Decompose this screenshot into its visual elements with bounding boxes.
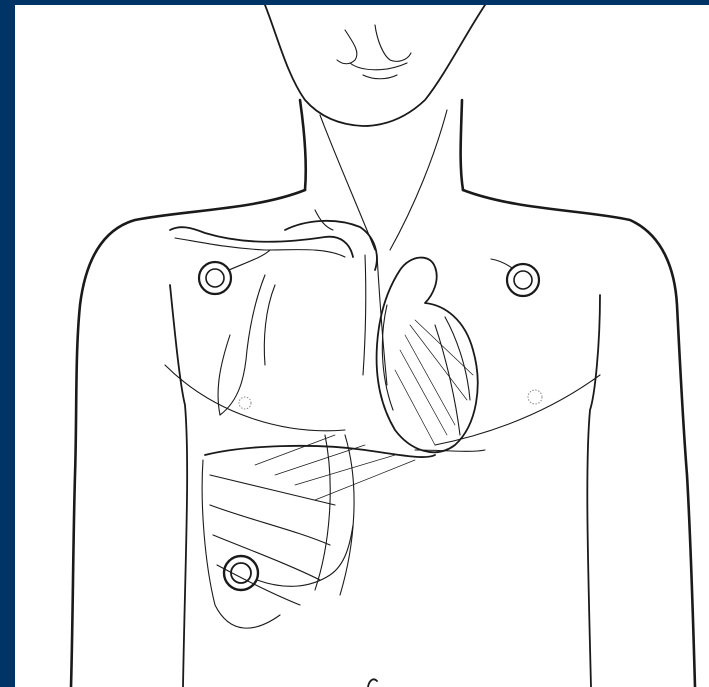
electrode-left-shoulder	[491, 259, 539, 296]
navel-mark	[368, 679, 377, 687]
face-outline	[265, 5, 485, 126]
neck-outline	[300, 100, 463, 250]
torso-anatomy-drawing	[15, 5, 709, 687]
liver-and-ribs	[202, 435, 435, 628]
torso-outline	[71, 190, 695, 687]
nipple-marks	[239, 390, 542, 409]
electrode-lower-right-ribs	[224, 525, 353, 590]
electrode-right-shoulder	[199, 250, 270, 294]
lung-drawing	[218, 275, 275, 415]
illustration-canvas	[15, 5, 709, 687]
heart-drawing	[377, 258, 478, 453]
clavicle-and-vessels	[170, 210, 387, 385]
